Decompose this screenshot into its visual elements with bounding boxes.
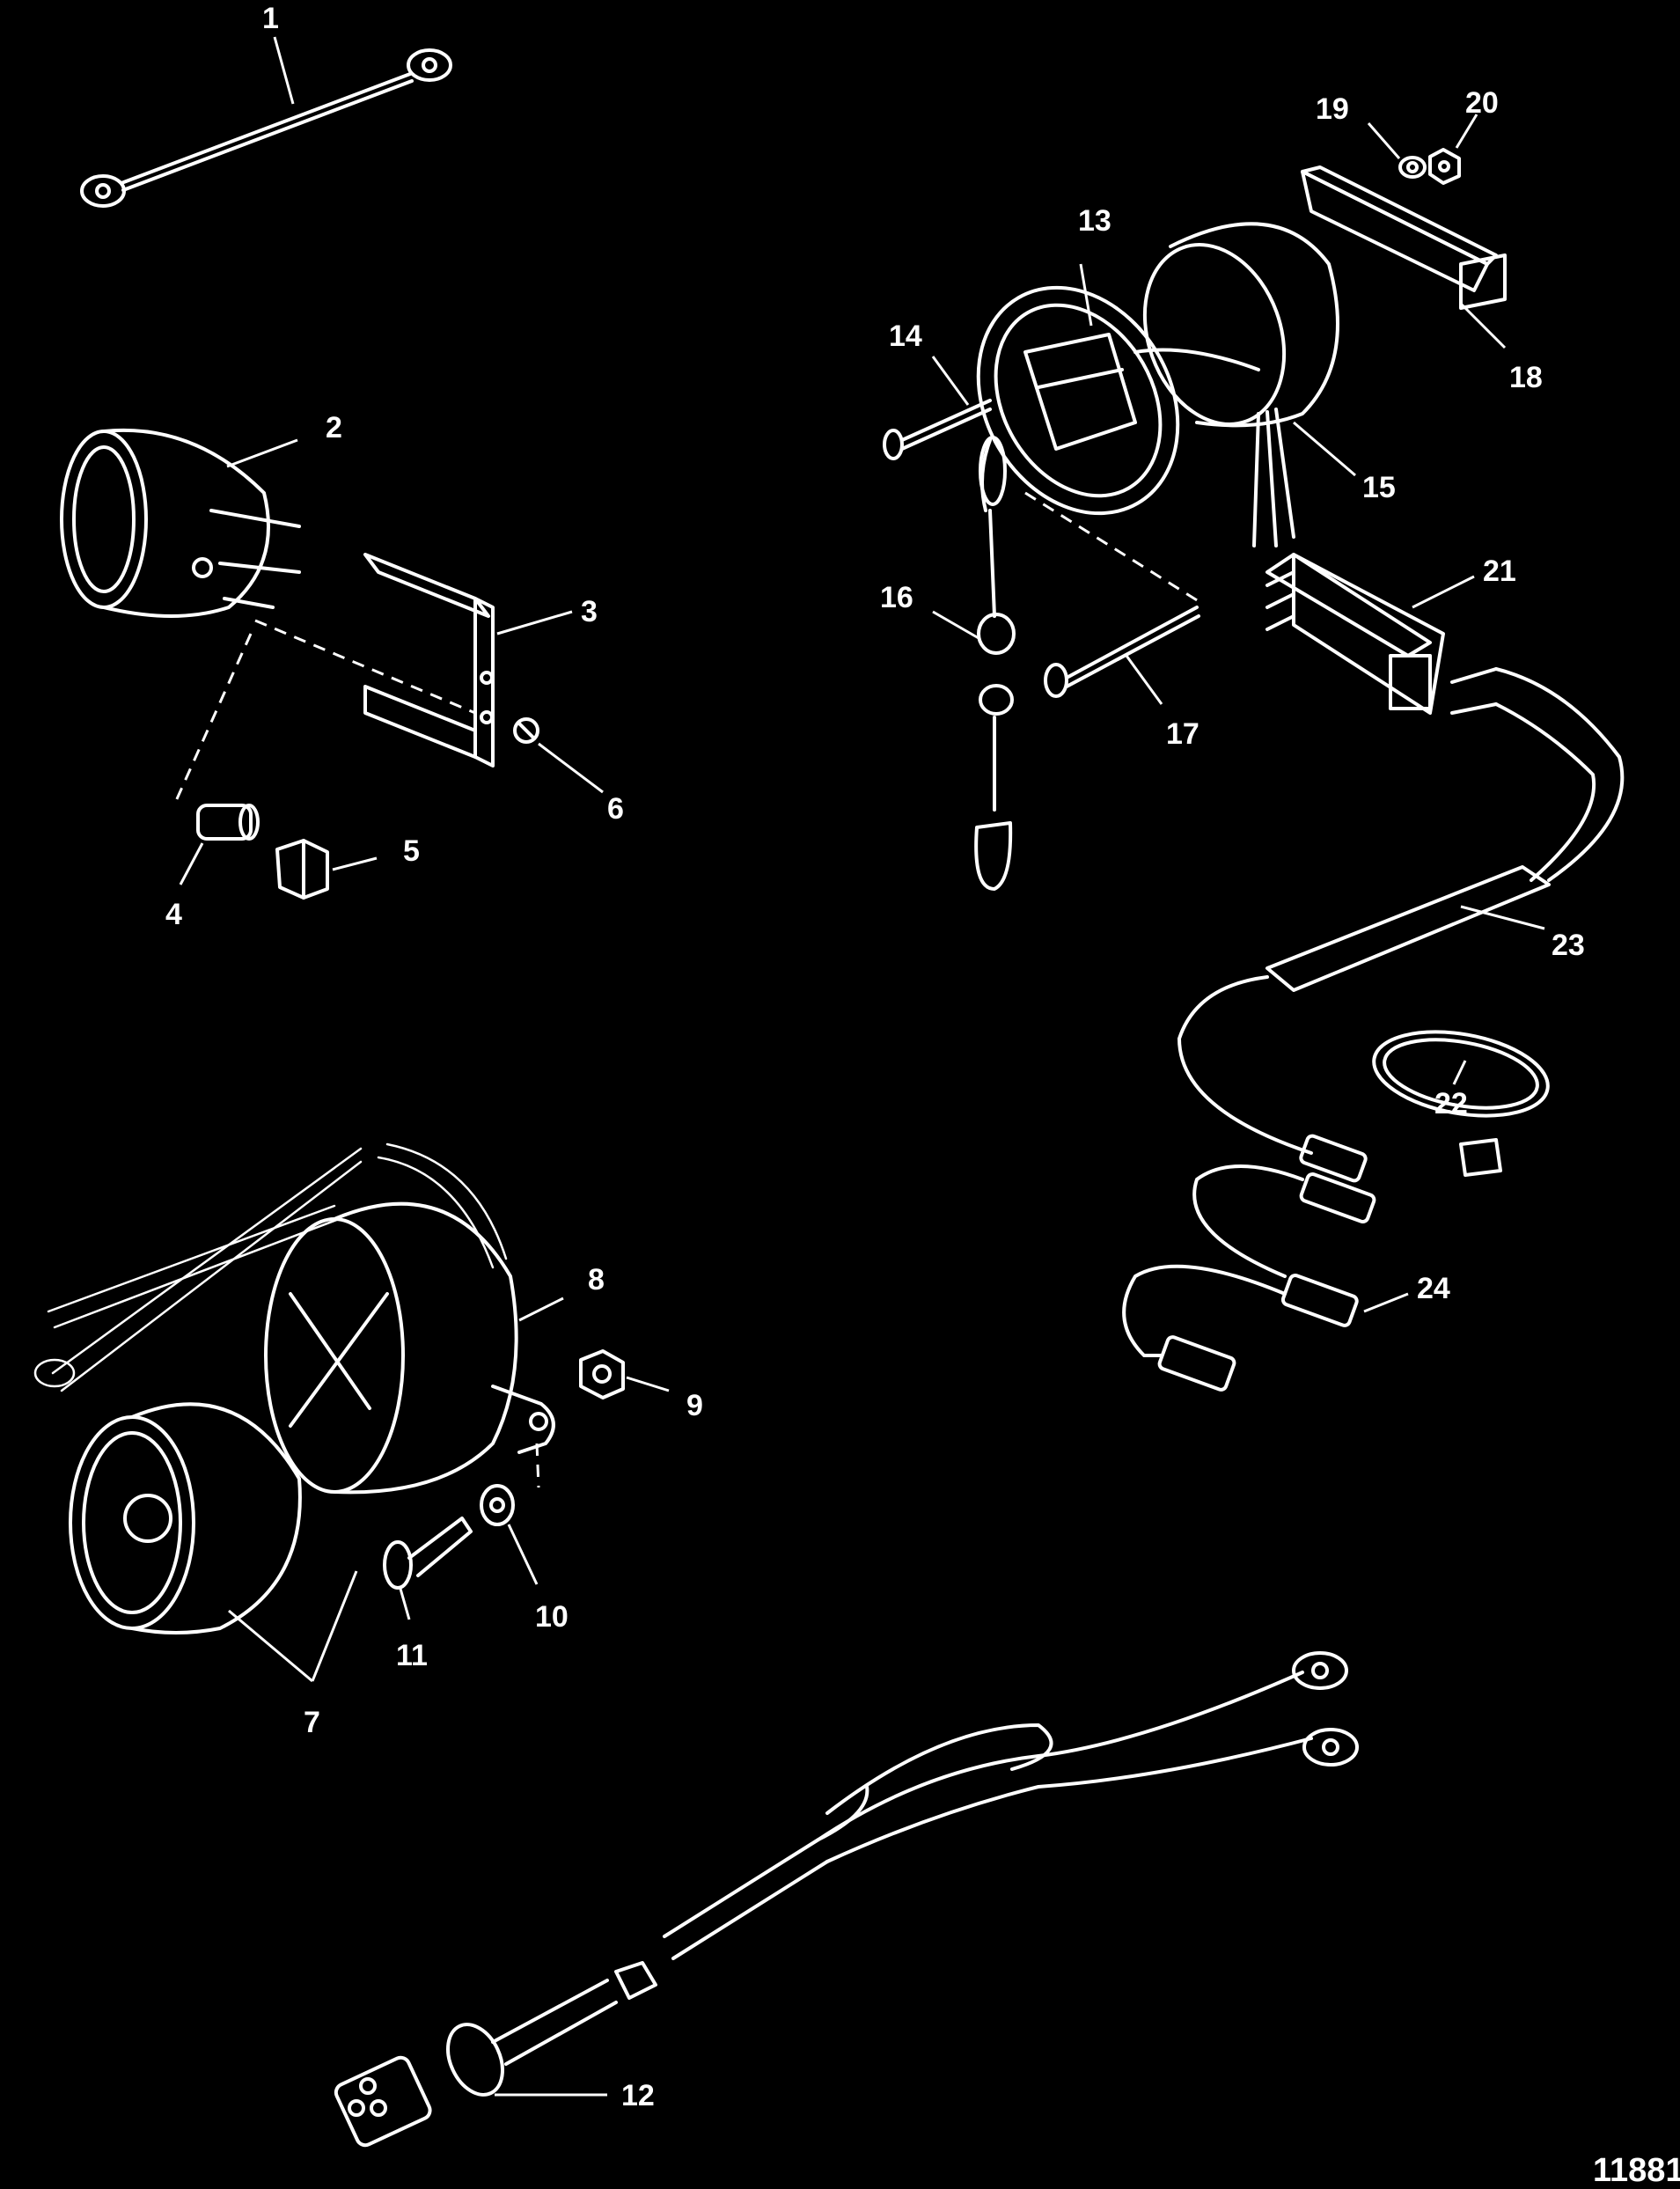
part-3-bracket: [363, 553, 495, 768]
callout-13: 13: [1078, 204, 1111, 238]
callout-19: 19: [1316, 92, 1349, 126]
callout-3: 3: [581, 595, 598, 628]
callout-10: 10: [535, 1600, 569, 1634]
part-9-nut: [579, 1349, 625, 1399]
part-7-gauge-housing: [69, 1402, 302, 1634]
callout-7: 7: [304, 1706, 320, 1739]
part-18-clip-bracket: [1301, 165, 1507, 310]
callout-11: 11: [396, 1639, 428, 1672]
callout-20: 20: [1465, 86, 1499, 120]
callout-1: 1: [262, 2, 279, 35]
callout-4: 4: [165, 898, 182, 931]
part-13-mounting-flange: [976, 285, 1180, 516]
part-11-screw: [383, 1517, 473, 1590]
part-1-ground-strap: [80, 48, 452, 208]
callout-22: 22: [1434, 1087, 1468, 1120]
part-12-wiring-harness: [334, 1651, 1359, 2148]
part-24-connectors: [1122, 1134, 1376, 1392]
part-16-lanyard: [974, 436, 1016, 891]
callout-8: 8: [588, 1263, 605, 1297]
part-22-hose-clamp: [1372, 1030, 1550, 1177]
callout-17: 17: [1166, 717, 1199, 751]
part-10-washer: [480, 1484, 515, 1526]
part-7-lead-wires: [33, 1142, 508, 1392]
part-5-cap-nut: [275, 839, 329, 900]
callout-15: 15: [1362, 471, 1396, 504]
callout-16: 16: [880, 581, 913, 614]
part-23-fuse-wire: [1177, 667, 1625, 1155]
callout-6: 6: [607, 792, 624, 826]
part-21-terminal-block: [1266, 553, 1445, 715]
callout-21: 21: [1483, 555, 1516, 588]
figure-id: 11881: [1593, 2152, 1680, 2189]
callout-23: 23: [1552, 929, 1585, 962]
part-6-screw: [513, 717, 539, 744]
part-14-screw: [883, 399, 992, 460]
callout-9: 9: [686, 1389, 703, 1422]
part-15-housing: [1133, 222, 1339, 547]
callout-24: 24: [1417, 1272, 1450, 1305]
callout-18: 18: [1509, 361, 1543, 394]
part-17-screw: [1044, 606, 1200, 698]
callout-2: 2: [326, 411, 342, 444]
part-8-mounting-ring: [264, 1201, 555, 1495]
part-4-knurled-nut: [196, 804, 260, 841]
part-2-gauge: [60, 428, 301, 618]
callout-12: 12: [621, 2079, 655, 2112]
part-20-nut: [1428, 148, 1461, 185]
part-19-washer: [1398, 156, 1427, 179]
callout-5: 5: [403, 834, 420, 868]
callout-14: 14: [889, 320, 922, 353]
